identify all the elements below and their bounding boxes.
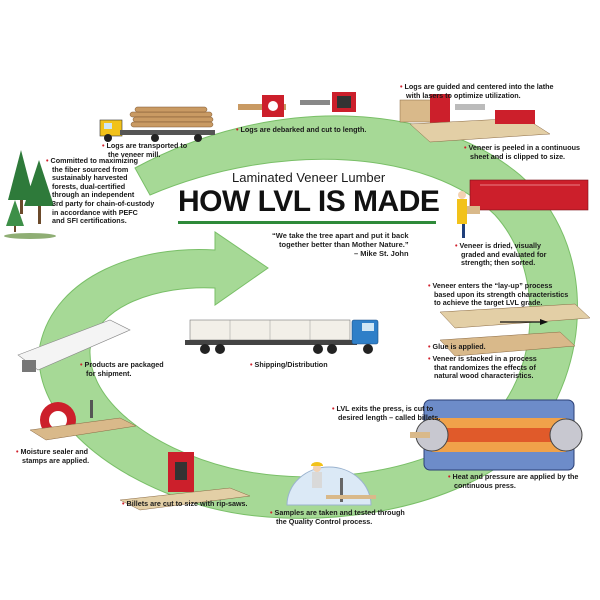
bullet-dot: •	[428, 342, 431, 351]
shipping-truck-illustration	[185, 319, 379, 354]
bullet-dot: •	[400, 82, 403, 91]
packaging-line-illustration	[17, 319, 131, 372]
continuous-press-illustration	[410, 399, 583, 471]
quote-line: together better than Mother Nature.”	[278, 240, 409, 249]
bullet-dot: •	[236, 125, 239, 134]
diagram-title: HOW LVL IS MADE	[178, 185, 440, 218]
rip-saw-illustration	[119, 452, 251, 511]
step-label-debark: •Logs are debarked and cut to length.	[236, 125, 367, 134]
step-label-sealer: •Moisture sealer and stamps are applied.	[16, 447, 90, 465]
step-label-shipping: •Shipping/Distribution	[250, 360, 328, 369]
bullet-dot: •	[464, 143, 467, 152]
bullet-dot: •	[270, 508, 273, 517]
quote-text: “We take the tree apart and put it back …	[272, 231, 409, 258]
bullet-dot: •	[448, 472, 451, 481]
bullet-dot: •	[455, 241, 458, 250]
step-label-lathe: •Logs are guided and centered into the l…	[400, 82, 554, 100]
step-label-package: •Products are packaged for shipment.	[80, 360, 164, 378]
quality-control-illustration	[286, 462, 376, 506]
step-label-transport: •Logs are transported to the veneer mill…	[102, 141, 188, 159]
step-label-glue: •Glue is applied.	[428, 342, 486, 351]
bullet-dot: •	[428, 354, 431, 363]
bullet-dot: •	[332, 404, 335, 413]
step-label-forest: •Committed to maximizing the fiber sourc…	[46, 156, 155, 226]
step-label-layup: •Veneer enters the “lay-up” process base…	[428, 281, 569, 308]
bullet-dot: •	[46, 156, 49, 165]
bullet-dot: •	[80, 360, 83, 369]
step-label-dry: •Veneer is dried, visually graded and ev…	[455, 241, 547, 268]
bullet-dot: •	[16, 447, 19, 456]
bullet-dot: •	[122, 499, 125, 508]
step-label-press: •Heat and pressure are applied by the co…	[448, 472, 579, 490]
layup-line-illustration	[439, 303, 591, 357]
diagram-subtitle: Laminated Veneer Lumber	[232, 170, 386, 185]
step-label-billets: •LVL exits the press, is cut to desired …	[332, 404, 441, 422]
debarker-machine-illustration	[238, 92, 356, 117]
step-label-ripsaw: •Billets are cut to size with rip-saws.	[122, 499, 248, 508]
bullet-dot: •	[428, 281, 431, 290]
forest-trees-illustration	[4, 150, 56, 239]
quote-line: “We take the tree apart and put it back	[272, 231, 409, 240]
veneer-lathe-illustration	[399, 94, 551, 143]
bullet-dot: •	[102, 141, 105, 150]
sealer-station-illustration	[29, 400, 137, 441]
log-truck-illustration	[99, 106, 215, 142]
quote-attribution: – Mike St. John	[353, 249, 409, 258]
step-label-qc: •Samples are taken and tested through th…	[270, 508, 405, 526]
step-label-stack: •Veneer is stacked in a process that ran…	[428, 354, 537, 381]
step-label-peel: •Veneer is peeled in a continuous sheet …	[464, 143, 580, 161]
veneer-dryer-illustration	[457, 179, 589, 238]
bullet-dot: •	[250, 360, 253, 369]
title-underline	[178, 221, 436, 224]
